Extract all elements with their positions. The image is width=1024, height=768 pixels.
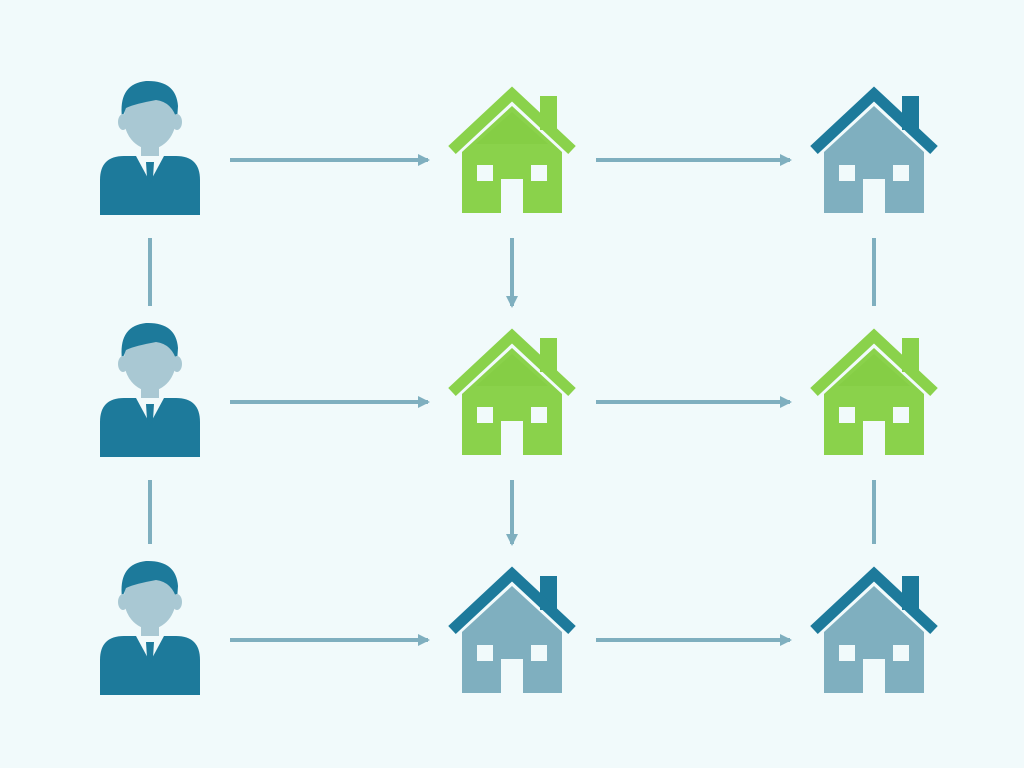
house-door [863,421,885,455]
house-icon-row1-col3 [810,86,938,213]
person-icon-row2 [100,322,200,457]
house-door [863,179,885,213]
house-roof [448,566,576,635]
house-window-left [839,407,855,423]
house-roof [448,328,576,397]
house-icon-row3-col3 [810,566,938,693]
house-body [462,106,562,213]
person-tie [146,162,154,184]
house-door [501,179,523,213]
person-icon-row1 [100,80,200,215]
house-door [501,421,523,455]
person-ear-left [118,356,128,372]
house-roof [810,86,938,155]
house-window-right [531,645,547,661]
person-ear-right [172,356,182,372]
house-body [824,106,924,213]
house-window-left [839,645,855,661]
house-roof [810,566,938,635]
person-ear-left [118,114,128,130]
person-hair [121,560,178,600]
person-hair [121,322,178,362]
house-roof-highlight [476,112,548,144]
house-window-left [477,645,493,661]
person-icon-row3 [100,560,200,695]
person-hair [121,80,178,120]
house-icon-row2-col3 [810,328,938,455]
house-window-right [893,407,909,423]
house-window-left [839,165,855,181]
person-ear-right [172,114,182,130]
person-suit [100,636,200,695]
person-suit [100,398,200,457]
house-icon-row2-col2 [448,328,576,455]
connectors-layer [148,154,876,646]
person-tie [146,404,154,426]
house-window-left [477,407,493,423]
house-icon-row3-col2 [448,566,576,693]
house-window-right [531,407,547,423]
house-roof-highlight [476,354,548,386]
house-body [824,348,924,455]
house-door [501,659,523,693]
house-body [824,586,924,693]
nodes-layer [100,80,938,695]
house-window-right [893,645,909,661]
person-suit [100,156,200,215]
house-body [462,586,562,693]
house-roof-highlight [838,354,910,386]
house-roof [810,328,938,397]
house-icon-row1-col2 [448,86,576,213]
house-door [863,659,885,693]
person-ear-right [172,594,182,610]
house-roof [448,86,576,155]
person-tie [146,642,154,664]
house-window-left [477,165,493,181]
person-ear-left [118,594,128,610]
house-window-right [893,165,909,181]
house-window-right [531,165,547,181]
house-body [462,348,562,455]
